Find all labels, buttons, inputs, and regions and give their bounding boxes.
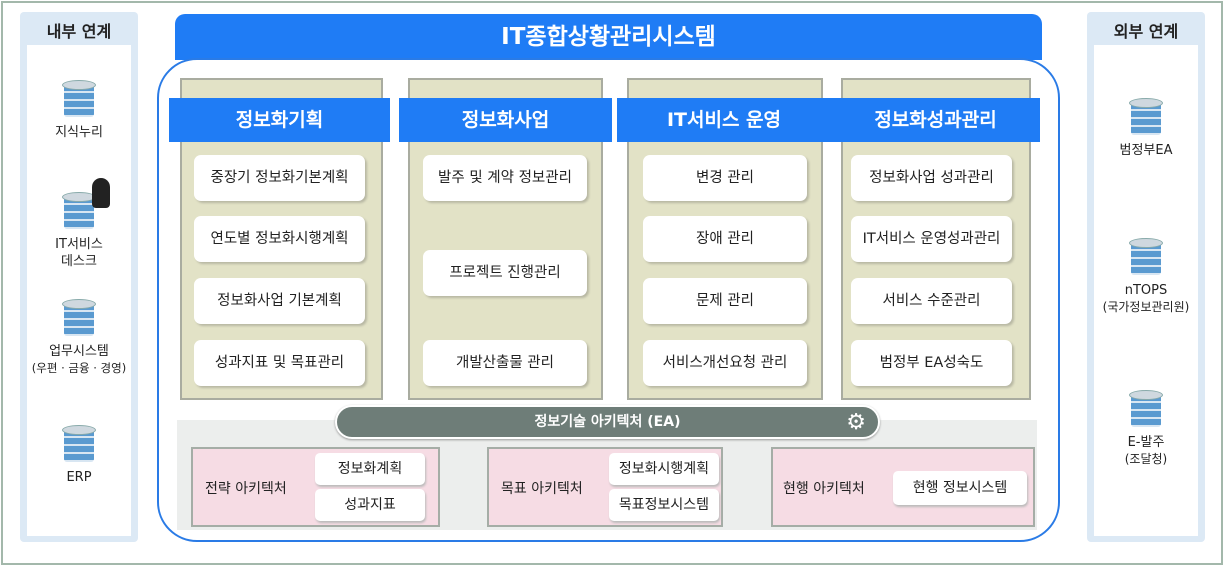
arch-item: 정보화계획 (315, 453, 425, 485)
ea-label: 정보기술 아키텍처 (EA) (534, 414, 681, 430)
item: 장애 관리 (643, 216, 807, 262)
arch-item: 성과지표 (315, 489, 425, 521)
building-icon (62, 80, 96, 118)
column-header: 정보화기획 (169, 98, 390, 142)
item: 변경 관리 (643, 155, 807, 201)
node-label: (조달청) (1124, 452, 1168, 466)
ea-bar: 정보기술 아키텍처 (EA) ⚙ (335, 405, 880, 439)
item: IT서비스 운영성과관리 (851, 216, 1012, 262)
arch-label: 전략 아키텍처 (205, 481, 287, 497)
item: 문제 관리 (643, 278, 807, 324)
item: 범정부 EA성숙도 (851, 340, 1012, 386)
node-jisiknuri: 지식누리 (20, 80, 138, 141)
item: 서비스 수준관리 (851, 278, 1012, 324)
node-business-system: 업무시스템 (우편 · 금융 · 경영) (20, 299, 138, 377)
item: 개발산출물 관리 (423, 340, 587, 386)
building-icon (62, 299, 96, 337)
item: 발주 및 계약 정보관리 (423, 155, 587, 201)
strategy-architecture: 전략 아키텍처 정보화계획 성과지표 (191, 447, 440, 527)
node-ntops: nTOPS (국가정보관리원) (1087, 238, 1205, 316)
external-title: 외부 연계 (1113, 22, 1179, 41)
node-gov-ea: 범정부EA (1087, 98, 1205, 159)
node-label: 데스크 (61, 254, 97, 269)
item: 서비스개선요청 관리 (643, 340, 807, 386)
node-label: E-발주 (1127, 435, 1165, 450)
item: 정보화사업 성과관리 (851, 155, 1012, 201)
node-label: IT서비스 (55, 237, 103, 252)
item: 프로젝트 진행관리 (423, 250, 587, 296)
target-architecture: 목표 아키텍처 정보화시행계획 목표정보시스템 (487, 447, 723, 527)
system-title: IT종합상황관리시스템 (175, 14, 1042, 60)
internal-title: 내부 연계 (46, 22, 112, 41)
building-with-operator-icon (62, 178, 110, 230)
node-label: ERP (66, 470, 92, 485)
node-label: nTOPS (1124, 283, 1168, 298)
node-label: 범정부EA (1119, 143, 1173, 158)
arch-item: 정보화시행계획 (609, 453, 719, 485)
column-header: 정보화사업 (399, 98, 612, 142)
building-icon (1129, 98, 1163, 136)
building-icon (1129, 390, 1163, 428)
item: 성과지표 및 목표관리 (194, 340, 365, 386)
external-panel: 외부 연계 범정부EA nTOPS (국가정보관리원) E-발주 (조달청) (1087, 12, 1205, 542)
node-label: (우편 · 금융 · 경영) (31, 361, 127, 375)
item: 정보화사업 기본계획 (194, 278, 365, 324)
building-icon (1129, 238, 1163, 276)
node-label: 지식누리 (55, 125, 103, 140)
arch-item: 현행 정보시스템 (893, 471, 1027, 505)
column-header: 정보화성과관리 (831, 98, 1040, 142)
node-label: (국가정보관리원) (1102, 300, 1190, 314)
item: 연도별 정보화시행계획 (194, 216, 365, 262)
node-label: 업무시스템 (49, 344, 109, 359)
arch-label: 목표 아키텍처 (501, 481, 583, 497)
node-e-procurement: E-발주 (조달청) (1087, 390, 1205, 468)
gear-icon: ⚙ (846, 410, 866, 435)
arch-item: 목표정보시스템 (609, 489, 719, 521)
column-header: IT서비스 운영 (617, 98, 831, 142)
current-architecture: 현행 아키텍처 현행 정보시스템 (771, 447, 1035, 527)
building-icon (62, 425, 96, 463)
node-erp: ERP (20, 425, 138, 486)
arch-label: 현행 아키텍처 (783, 481, 865, 497)
item: 중장기 정보화기본계획 (194, 155, 365, 201)
